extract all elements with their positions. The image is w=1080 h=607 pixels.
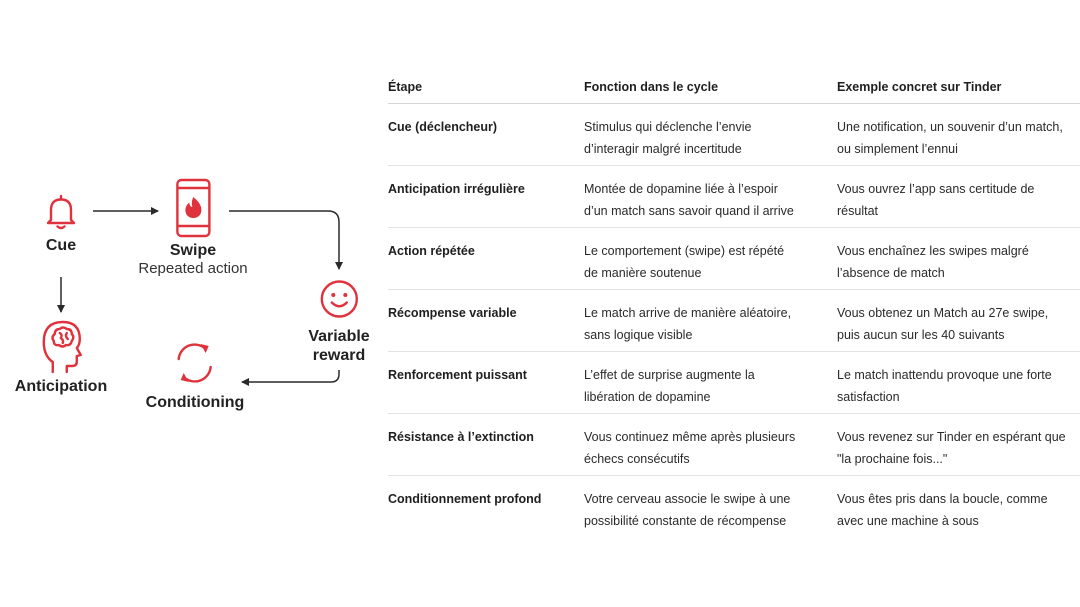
cell-fonction-line: sans logique visible xyxy=(584,328,693,342)
cell-fonction: L’effet de surprise augmente la libérati… xyxy=(584,364,837,413)
smiley-icon xyxy=(320,280,358,318)
cell-fonction-line: échecs consécutifs xyxy=(584,452,690,466)
cell-fonction: Le comportement (swipe) est répété de ma… xyxy=(584,240,837,289)
cycle-arrows-icon xyxy=(177,343,213,383)
node-anticipation: Anticipation xyxy=(15,318,107,396)
cell-fonction-line: d’interagir malgré incertitude xyxy=(584,142,742,156)
bell-icon xyxy=(46,194,76,230)
node-variable-reward: Variable reward xyxy=(308,279,370,365)
cell-fonction: Montée de dopamine liée à l’espoir d’un … xyxy=(584,178,837,227)
cell-fonction-line: Le comportement (swipe) est répété xyxy=(584,244,785,258)
cell-fonction: Vous continuez même après plusieurs éche… xyxy=(584,426,837,475)
cell-exemple-line: Vous enchaînez les swipes malgré xyxy=(837,244,1029,258)
cell-etape: Renforcement puissant xyxy=(388,368,527,382)
cell-fonction-line: possibilité constante de récompense xyxy=(584,514,787,528)
cell-etape: Cue (déclencheur) xyxy=(388,120,498,134)
node-swipe-label: Swipe xyxy=(169,242,217,259)
cell-fonction-line: Montée de dopamine liée à l’espoir xyxy=(584,182,778,196)
cell-etape: Action répétée xyxy=(388,244,475,258)
cell-exemple-line: Vous ouvrez l’app sans certitude de xyxy=(837,182,1035,196)
cell-etape: Récompense variable xyxy=(388,306,517,320)
cell-exemple-line: ou simplement l’ennui xyxy=(837,142,958,156)
cell-exemple: Vous obtenez un Match au 27e swipe, puis… xyxy=(837,302,1080,351)
cell-exemple-line: avec une machine à sous xyxy=(837,514,979,528)
table-row: Résistance à l’extinction Vous continuez… xyxy=(388,414,1080,476)
cell-exemple: Vous ouvrez l’app sans certitude de résu… xyxy=(837,178,1080,227)
cell-fonction-line: d’un match sans savoir quand il arrive xyxy=(584,204,794,218)
cell-etape: Anticipation irrégulière xyxy=(388,182,525,196)
header-exemple: Exemple concret sur Tinder xyxy=(837,79,1002,94)
cell-exemple-line: satisfaction xyxy=(837,390,900,404)
cell-fonction: Stimulus qui déclenche l’envie d’interag… xyxy=(584,116,837,165)
node-conditioning-label: Conditioning xyxy=(145,394,245,411)
table-row: Cue (déclencheur) Stimulus qui déclenche… xyxy=(388,104,1080,166)
cell-exemple-line: résultat xyxy=(837,204,878,218)
cell-exemple-line: l’absence de match xyxy=(837,266,945,280)
node-cue-label: Cue xyxy=(45,237,77,254)
header-fonction: Fonction dans le cycle xyxy=(584,79,719,94)
node-anticipation-label: Anticipation xyxy=(14,378,108,395)
cell-exemple-line: Vous obtenez un Match au 27e swipe, xyxy=(837,306,1049,320)
cell-fonction-line: Votre cerveau associe le swipe à une xyxy=(584,492,791,506)
cell-exemple: Une notification, un souvenir d’un match… xyxy=(837,116,1080,165)
cell-fonction-line: Stimulus qui déclenche l’envie xyxy=(584,120,752,134)
cell-exemple-line: Vous êtes pris dans la boucle, comme xyxy=(837,492,1048,506)
node-reward-label-line1: Variable xyxy=(308,328,370,345)
cell-fonction-line: Vous continuez même après plusieurs xyxy=(584,430,796,444)
node-conditioning: Conditioning xyxy=(145,337,245,412)
arrow-reward-to-conditioning xyxy=(241,370,340,386)
table-row: Conditionnement profond Votre cerveau as… xyxy=(388,476,1080,538)
cell-fonction-line: L’effet de surprise augmente la xyxy=(584,368,755,382)
arrow-swipe-to-reward xyxy=(229,210,343,270)
cell-exemple: Vous êtes pris dans la boucle, comme ave… xyxy=(837,488,1080,538)
cell-exemple: Vous enchaînez les swipes malgré l’absen… xyxy=(837,240,1080,289)
cell-exemple-line: Vous revenez sur Tinder en espérant que xyxy=(837,430,1066,444)
head-brain-icon xyxy=(42,320,83,374)
cell-exemple-line: Une notification, un souvenir d’un match… xyxy=(837,120,1063,134)
cell-fonction-line: libération de dopamine xyxy=(584,390,711,404)
node-swipe: Swipe Repeated action xyxy=(138,178,248,278)
table-header: Étape Fonction dans le cycle Exemple con… xyxy=(388,70,1080,104)
header-etape: Étape xyxy=(388,79,423,94)
cell-exemple-line: puis aucun sur les 40 suivants xyxy=(837,328,1005,342)
node-cue: Cue xyxy=(44,193,78,255)
cell-etape: Résistance à l’extinction xyxy=(388,430,534,444)
cell-exemple-line: "la prochaine fois..." xyxy=(837,452,948,466)
cell-fonction-line: de manière soutenue xyxy=(584,266,702,280)
table-row: Action répétée Le comportement (swipe) e… xyxy=(388,228,1080,290)
phone-flame-icon xyxy=(175,178,211,238)
cell-fonction: Votre cerveau associe le swipe à une pos… xyxy=(584,488,837,538)
cell-exemple-line: Le match inattendu provoque une forte xyxy=(837,368,1052,382)
cell-fonction-line: Le match arrive de manière aléatoire, xyxy=(584,306,792,320)
cell-etape: Conditionnement profond xyxy=(388,492,542,506)
table-row: Renforcement puissant L’effet de surpris… xyxy=(388,352,1080,414)
comparison-table: Étape Fonction dans le cycle Exemple con… xyxy=(388,70,1080,538)
cell-exemple: Le match inattendu provoque une forte sa… xyxy=(837,364,1080,413)
habit-loop-diagram: Cue Swipe Repeated action Variable rewar… xyxy=(0,0,380,607)
node-reward-label-line2: reward xyxy=(312,347,366,364)
table-row: Récompense variable Le match arrive de m… xyxy=(388,290,1080,352)
diagram-arrows xyxy=(57,207,343,386)
table-row: Anticipation irrégulière Montée de dopam… xyxy=(388,166,1080,228)
node-swipe-sublabel: Repeated action xyxy=(138,260,248,277)
cell-fonction: Le match arrive de manière aléatoire, sa… xyxy=(584,302,837,351)
cell-exemple: Vous revenez sur Tinder en espérant que … xyxy=(837,426,1080,475)
